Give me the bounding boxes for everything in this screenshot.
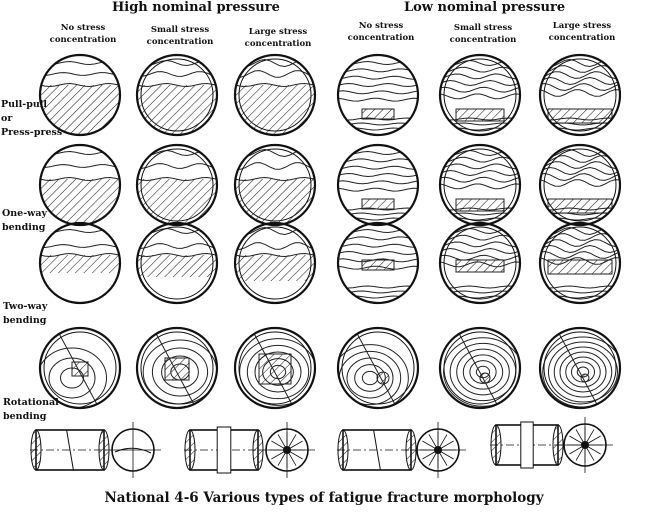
shaft-cross-section-1 (105, 422, 161, 478)
shaft-specimen-2 (184, 426, 264, 474)
shaft-cross-section-2 (259, 422, 315, 478)
fracture-section-r2-c5 (438, 143, 522, 227)
fracture-section-r3-c3 (233, 221, 317, 305)
fracture-section-r2-c1 (38, 143, 122, 227)
shaft-specimen-4 (490, 421, 564, 469)
fracture-section-r1-c5 (438, 53, 522, 137)
fracture-section-r4-c3 (233, 326, 317, 410)
shaft-cross-section-4 (557, 417, 613, 473)
fracture-section-r2-c2 (135, 143, 219, 227)
figure-caption: National 4-6 Various types of fatigue fr… (104, 490, 544, 506)
header-high-pressure: High nominal pressure (112, 0, 280, 15)
fracture-section-r3-c5 (438, 221, 522, 305)
fracture-section-r3-c6 (538, 221, 622, 305)
fracture-section-r4-c6 (538, 326, 622, 410)
fracture-section-r3-c1 (38, 221, 122, 305)
header-low-pressure: Low nominal pressure (404, 0, 566, 15)
fracture-section-r4-c2 (135, 326, 219, 410)
fracture-section-r4-c4 (336, 326, 420, 410)
fracture-section-r4-c1 (38, 326, 122, 410)
fracture-section-r1-c6 (538, 53, 622, 137)
shaft-specimen-3 (337, 429, 417, 471)
fracture-section-r4-c5 (438, 326, 522, 410)
fracture-section-r2-c6 (538, 143, 622, 227)
fracture-section-r3-c4 (336, 221, 420, 305)
fracture-section-r2-c4 (336, 143, 420, 227)
fracture-section-r1-c4 (336, 53, 420, 137)
fracture-section-r3-c2 (135, 221, 219, 305)
shaft-specimen-1 (30, 429, 110, 471)
shaft-cross-section-3 (410, 422, 466, 478)
